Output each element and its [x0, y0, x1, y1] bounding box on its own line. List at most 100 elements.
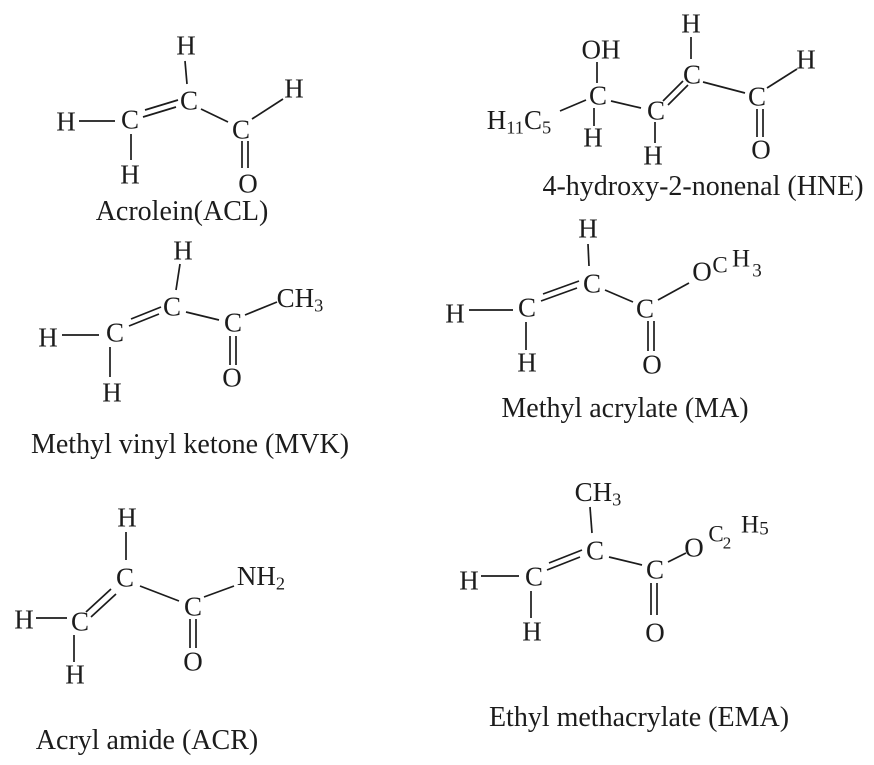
bond-line — [542, 280, 580, 295]
carbon-atom: C — [747, 81, 767, 112]
methyl-main: CH — [276, 283, 315, 314]
bond-line — [139, 585, 180, 602]
carbon-atom: C — [523, 105, 543, 136]
acr-bonds — [36, 532, 235, 662]
bond-line — [203, 585, 235, 598]
oxygen-atom: O — [238, 168, 258, 199]
carbon-atom: C — [588, 80, 608, 111]
bond-line — [702, 81, 746, 94]
molecule-label-ema: Ethyl methacrylate (EMA) — [488, 702, 790, 733]
oxygen-atom: O — [645, 617, 665, 648]
carbon-atom: C — [585, 535, 605, 566]
carbon-atom: C — [179, 85, 199, 116]
hydrogen-atom: H — [173, 235, 193, 266]
bond-line — [608, 556, 643, 566]
oxygen-atom: O — [183, 646, 203, 677]
hydrogen-atom: H — [102, 377, 122, 408]
carbon-atom: C — [120, 104, 140, 135]
hydrogen-atom: H — [117, 502, 137, 533]
bond-line — [251, 98, 284, 120]
carbon-atom: C — [517, 292, 537, 323]
carbon-atom: C — [223, 307, 243, 338]
hydrogen-atom: H — [176, 30, 196, 61]
carbon-atom: C — [231, 114, 251, 145]
hydrogen-atom: H — [517, 347, 537, 378]
bond-line — [85, 588, 112, 613]
ester-oxygen-atom: O — [692, 256, 712, 287]
bond-line — [144, 99, 179, 111]
hydrogen-atom: H — [284, 73, 304, 104]
hydrogen-atom: H — [740, 511, 760, 539]
ma-bonds — [469, 243, 690, 351]
carbon-atom: C — [708, 521, 724, 547]
bond-line — [540, 287, 578, 302]
subscript: 5 — [759, 518, 769, 540]
carbon-atom: C — [105, 317, 125, 348]
bond-line — [244, 301, 278, 316]
bond-line — [90, 593, 117, 618]
amine-main: NH — [236, 561, 276, 592]
hydrogen-atom: H — [459, 565, 479, 596]
subscript: 2 — [722, 533, 732, 553]
bond-line — [766, 68, 798, 89]
carbon-atom: C — [712, 252, 728, 278]
bond-line — [200, 108, 229, 123]
oxygen-atom: O — [642, 349, 662, 380]
amine-group: NH2 — [237, 563, 285, 593]
pentyl-group: H11C5 — [487, 107, 551, 137]
hydroxyl-group: OH — [581, 34, 621, 65]
hydrogen-atom: H — [578, 213, 598, 244]
hydrogen-atom: H — [583, 122, 603, 153]
hydrogen-atom: H — [643, 140, 663, 171]
subscript: 5 — [542, 117, 552, 138]
carbon-atom: C — [635, 293, 655, 324]
bond-line — [128, 313, 160, 327]
molecule-label-acl: Acrolein(ACL) — [95, 196, 269, 227]
carbon-atom: C — [162, 291, 182, 322]
bond-line — [559, 99, 587, 112]
bond-line — [175, 263, 181, 291]
oxygen-atom: O — [222, 362, 242, 393]
bond-line — [587, 243, 590, 267]
bond-line — [130, 306, 162, 320]
methyl-group: CH3 — [277, 285, 324, 315]
bond-line — [184, 60, 188, 85]
hydrogen-atom: H — [486, 105, 507, 136]
molecule-label-ma: Methyl acrylate (MA) — [501, 393, 749, 424]
carbon-atom: C — [183, 591, 203, 622]
hydrogen-atom: H — [65, 659, 85, 690]
molecule-label-hne: 4-hydroxy-2-nonenal (HNE) — [542, 171, 864, 202]
carbon-atom: C — [524, 561, 544, 592]
carbon-atom: C — [115, 562, 135, 593]
subscript: 2 — [275, 573, 286, 594]
carbon-atom: C — [70, 606, 90, 637]
carbon-atom: C — [582, 268, 602, 299]
bond-line — [546, 556, 581, 571]
hydrogen-atom: H — [522, 616, 542, 647]
molecule-label-mvk: Methyl vinyl ketone (MVK) — [30, 429, 350, 460]
carbon-atom: C — [682, 59, 702, 90]
carbon-atom: C — [646, 95, 666, 126]
hydrogen-atom: H — [796, 44, 816, 75]
subscript: 3 — [752, 260, 762, 282]
bond-line — [610, 100, 642, 109]
hydrogen-atom: H — [445, 298, 465, 329]
subscript: 3 — [314, 295, 324, 316]
bond-line — [142, 106, 177, 118]
methyl-group: CH3 — [575, 479, 622, 509]
bond-line — [604, 289, 634, 303]
hydrogen-atom: H — [14, 604, 34, 635]
bond-line — [657, 282, 690, 301]
hydrogen-atom: H — [681, 8, 701, 39]
oxygen-atom: O — [751, 134, 771, 165]
bond-line — [589, 506, 593, 534]
methyl-main: CH — [574, 477, 613, 508]
subscript: 3 — [612, 489, 622, 510]
molecule-label-acr: Acryl amide (ACR) — [35, 725, 259, 756]
bond-line — [185, 311, 220, 321]
subscript: 11 — [506, 117, 524, 138]
hydrogen-atom: H — [56, 106, 76, 137]
hydrogen-atom: H — [120, 159, 140, 190]
bond-line — [662, 80, 684, 102]
